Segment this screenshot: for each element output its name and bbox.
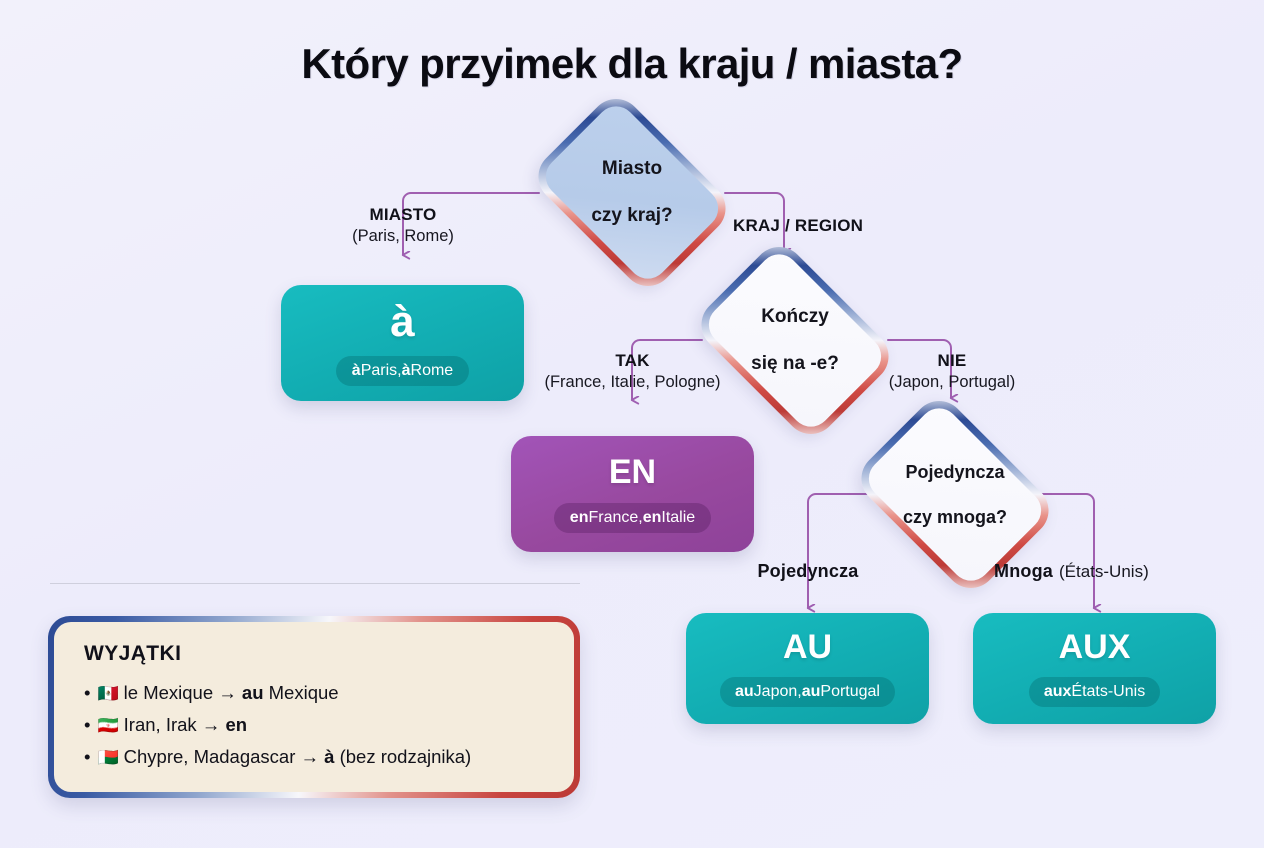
result-example-rest-1: Paris, — [360, 362, 402, 379]
exceptions-list: • 🇲🇽le Mexique → au Mexique • 🇮🇷Iran, Irak… — [84, 677, 548, 772]
result-example-a: à Paris, à Rome — [335, 356, 470, 386]
result-example-rest-2: Rome — [410, 362, 454, 379]
decision-node-ends-with-e[interactable]: Kończy się na -e? — [690, 236, 900, 445]
result-example-rest-2: Italie — [661, 509, 696, 526]
result-example-bold-2: en — [642, 509, 662, 526]
result-card-en[interactable]: EN en France, en Italie — [511, 436, 754, 552]
section-divider — [50, 583, 580, 584]
edge-key-nie: NIE — [937, 351, 967, 370]
decision-node-singular-or-plural[interactable]: Pojedyncza czy mnoga? — [850, 390, 1060, 599]
exception-text-after: Mexique — [263, 682, 339, 703]
exception-text-before: le Mexique → — [123, 682, 242, 703]
flag-mexico-icon: 🇲🇽 — [97, 684, 119, 703]
bullet-icon: • — [84, 682, 91, 703]
result-card-au[interactable]: AU au Japon, au Portugal — [686, 613, 929, 724]
result-example-bold-1: aux — [1043, 683, 1072, 700]
edge-examples-tak: (France, Italie, Pologne) — [544, 372, 721, 391]
edge-examples-nie: (Japon, Portugal) — [888, 372, 1016, 391]
decision-node-label: Miasto czy kraj? — [591, 134, 672, 252]
result-card-a[interactable]: à à Paris, à Rome — [281, 285, 524, 401]
result-example-bold-1: en — [569, 509, 589, 526]
list-item: • 🇲🇽le Mexique → au Mexique — [84, 677, 548, 709]
edge-key-miasto: MIASTO — [369, 205, 437, 224]
exception-text-before: Iran, Irak → — [123, 713, 226, 735]
flag-madagascar-icon: 🇲🇬 — [97, 747, 119, 767]
result-example-bold-2: à — [401, 362, 411, 379]
result-card-aux[interactable]: AUX aux États-Unis — [973, 613, 1216, 724]
decision-node-label: Pojedyncza czy mnoga? — [903, 439, 1007, 551]
decision-line-2: się na -e? — [751, 353, 839, 375]
exception-text-after: (bez rodzajnika) — [334, 745, 472, 767]
flag-iran-icon: 🇮🇷 — [97, 715, 119, 735]
decision-line-2: czy mnoga? — [902, 506, 1008, 527]
edge-label-tak: TAK (France, Italie, Pologne) — [525, 351, 740, 392]
exception-text-bold: à — [324, 745, 335, 767]
result-example-bold-2: au — [801, 683, 821, 700]
edge-key-kraj: KRAJ / REGION — [733, 216, 864, 235]
edge-label-nie: NIE (Japon, Portugal) — [854, 351, 1050, 392]
result-example-rest-1: États-Unis — [1071, 683, 1146, 700]
decision-line-1: Pojedyncza — [905, 462, 1005, 483]
bullet-icon: • — [84, 745, 91, 767]
edge-examples-mnoga: (États-Unis) — [1059, 562, 1149, 581]
edge-key-tak: TAK — [615, 351, 650, 370]
decision-line-1: Miasto — [601, 158, 663, 180]
result-example-bold-1: au — [735, 683, 754, 700]
edge-label-pojedyncza: Pojedyncza — [708, 561, 908, 583]
exception-text-bold: en — [225, 713, 248, 735]
result-example-en: en France, en Italie — [553, 503, 712, 533]
edge-label-mnoga: Mnoga (États-Unis) — [994, 561, 1194, 583]
exceptions-heading: WYJĄTKI — [84, 642, 182, 665]
decision-node-city-or-country[interactable]: Miasto czy kraj? — [527, 88, 737, 297]
result-preposition-a: à — [390, 297, 415, 346]
edge-key-pojedyncza: Pojedyncza — [757, 561, 859, 581]
bullet-icon: • — [84, 713, 91, 735]
result-example-rest-2: Portugal — [820, 683, 880, 700]
result-preposition-en: EN — [608, 453, 657, 491]
result-example-aux: aux États-Unis — [1028, 677, 1161, 707]
exceptions-inner: WYJĄTKI • 🇲🇽le Mexique → au Mexique • 🇮🇷Ir… — [54, 622, 574, 792]
edge-label-miasto: MIASTO (Paris, Rome) — [303, 205, 503, 246]
result-example-rest-1: France, — [588, 509, 643, 526]
exception-text-bold: au — [241, 682, 264, 703]
result-preposition-au: AU — [782, 628, 833, 666]
result-example-rest-1: Japon, — [753, 683, 802, 700]
result-example-bold-1: à — [351, 362, 361, 379]
list-item: • 🇮🇷Iran, Irak → en — [84, 709, 548, 741]
edge-examples-miasto: (Paris, Rome) — [352, 226, 454, 245]
list-item: • 🇲🇬Chypre, Madagascar → à (bez rodzajnik… — [84, 741, 548, 773]
edge-label-kraj: KRAJ / REGION — [733, 216, 933, 237]
page-title: Który przyimek dla kraju / miasta? — [301, 40, 963, 87]
edge-key-mnoga: Mnoga — [994, 561, 1053, 581]
decision-line-1: Kończy — [761, 306, 829, 328]
exception-text-before: Chypre, Madagascar → — [123, 745, 325, 767]
decision-node-label: Kończy się na -e? — [751, 282, 839, 400]
result-example-au: au Japon, au Portugal — [720, 677, 895, 707]
exceptions-box: WYJĄTKI • 🇲🇽le Mexique → au Mexique • 🇮🇷Ir… — [48, 616, 580, 798]
decision-line-2: czy kraj? — [591, 205, 673, 227]
result-preposition-aux: AUX — [1058, 628, 1131, 666]
